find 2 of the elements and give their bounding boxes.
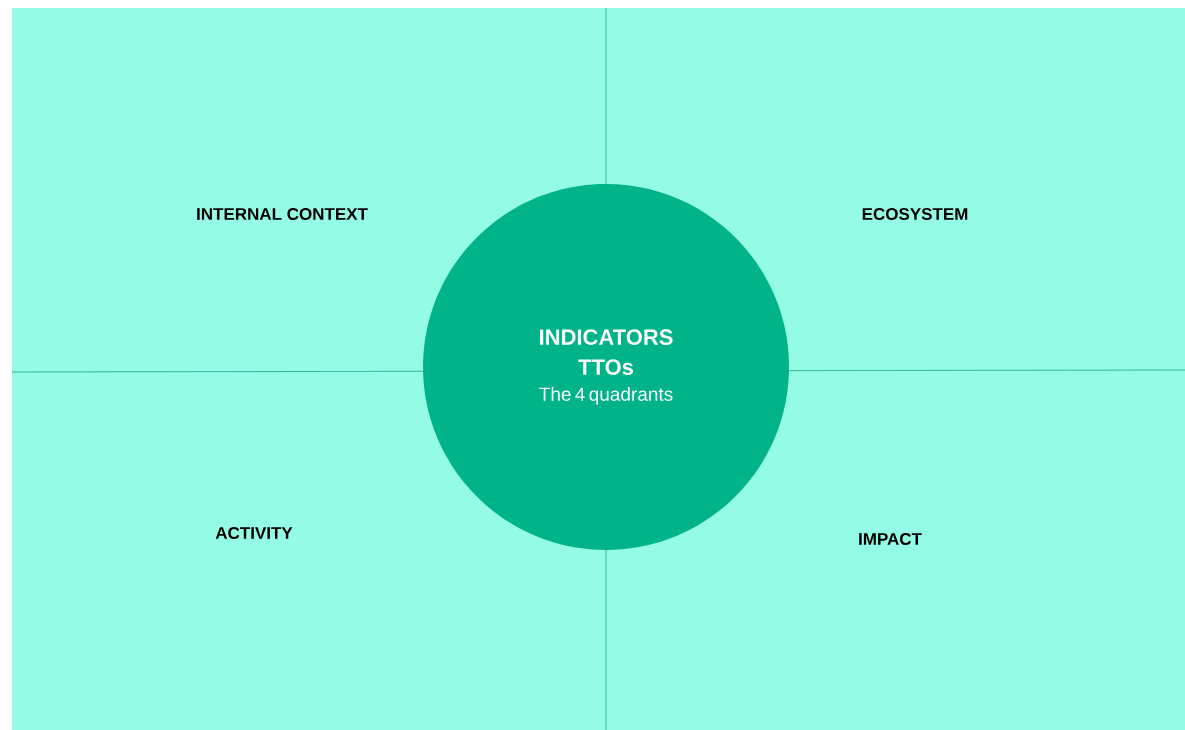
node-label: IMPACT [859,532,922,546]
node-label: ECOSYSTEM [862,207,968,221]
